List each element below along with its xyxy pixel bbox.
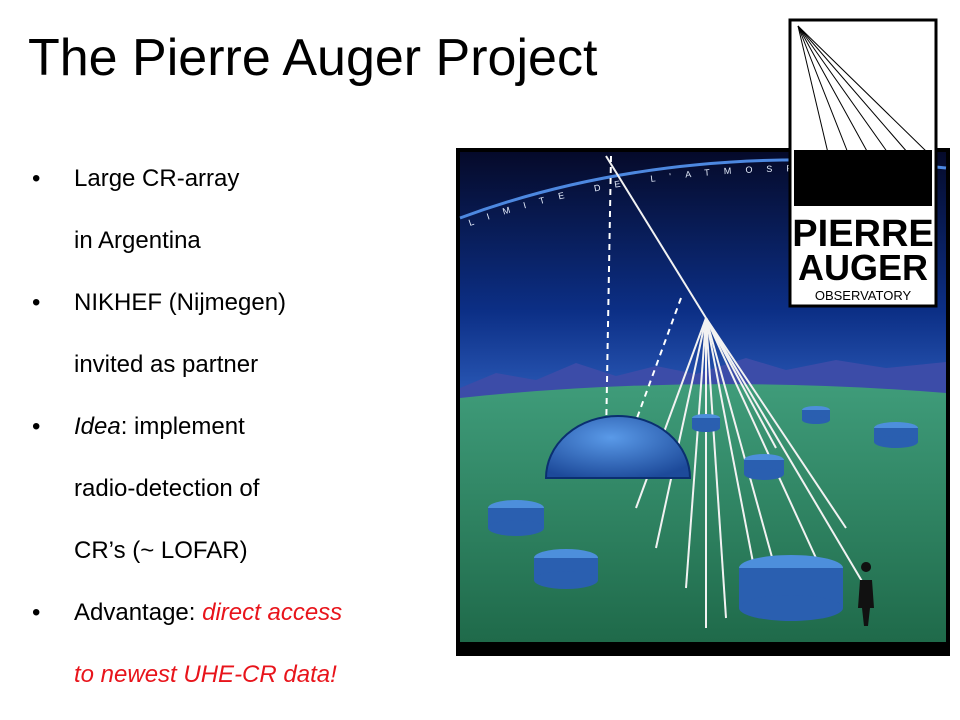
tank xyxy=(744,454,784,480)
bullet-line: Large CR-array xyxy=(74,165,240,192)
logo-cloud-band xyxy=(794,150,932,206)
tank xyxy=(739,555,843,621)
logo-pierre: PIERRE xyxy=(792,213,933,255)
person-silhouette xyxy=(858,562,874,626)
bullet-item: • NIKHEF (Nijmegen) invited as partner xyxy=(28,272,458,396)
bullet-line: invited as partner xyxy=(74,351,259,378)
tank xyxy=(692,414,720,432)
bullet-line: radio-detection of xyxy=(74,475,260,502)
logo-shower-graphic xyxy=(797,25,929,154)
bullet-line: in Argentina xyxy=(74,227,201,254)
bullet-line: CR’s (~ LOFAR) xyxy=(74,537,248,564)
bullet-item: • Idea: implement radio-detection of CR’… xyxy=(28,396,458,582)
bullet-item: • Large CR-array in Argentina xyxy=(28,148,458,272)
logo-auger: AUGER xyxy=(798,247,928,288)
bullet-dot: • xyxy=(32,413,41,440)
bullet-line: NIKHEF (Nijmegen) xyxy=(74,289,287,316)
bullet-dot: • xyxy=(32,599,41,626)
highlight-line: to newest UHE-CR data! xyxy=(74,661,337,688)
bullet-line: Idea: implement xyxy=(74,396,458,458)
bullet-text: : implement xyxy=(120,413,245,440)
fluorescence-dome xyxy=(544,415,692,479)
water-tanks xyxy=(488,406,918,621)
bullet-item: • Advantage: direct access to newest UHE… xyxy=(28,582,458,706)
bullet-dot: • xyxy=(32,289,41,316)
bullet-text: Advantage: xyxy=(74,599,203,626)
bullet-list: • Large CR-array in Argentina • NIKHEF (… xyxy=(28,148,458,706)
logo-observatory: OBSERVATORY xyxy=(815,288,912,303)
slide-title: The Pierre Auger Project xyxy=(28,29,598,87)
tank xyxy=(488,500,544,536)
bullet-dot: • xyxy=(32,165,41,192)
tank xyxy=(874,422,918,448)
highlight-text: direct access xyxy=(202,599,343,626)
fluorescence-ray xyxy=(605,155,612,439)
tank xyxy=(534,549,598,589)
tank xyxy=(802,406,830,424)
pierre-auger-logo: PIERRE AUGER OBSERVATORY xyxy=(788,18,938,308)
emphasis-text: Idea xyxy=(74,413,121,440)
bullet-line: Advantage: direct access xyxy=(74,582,458,644)
